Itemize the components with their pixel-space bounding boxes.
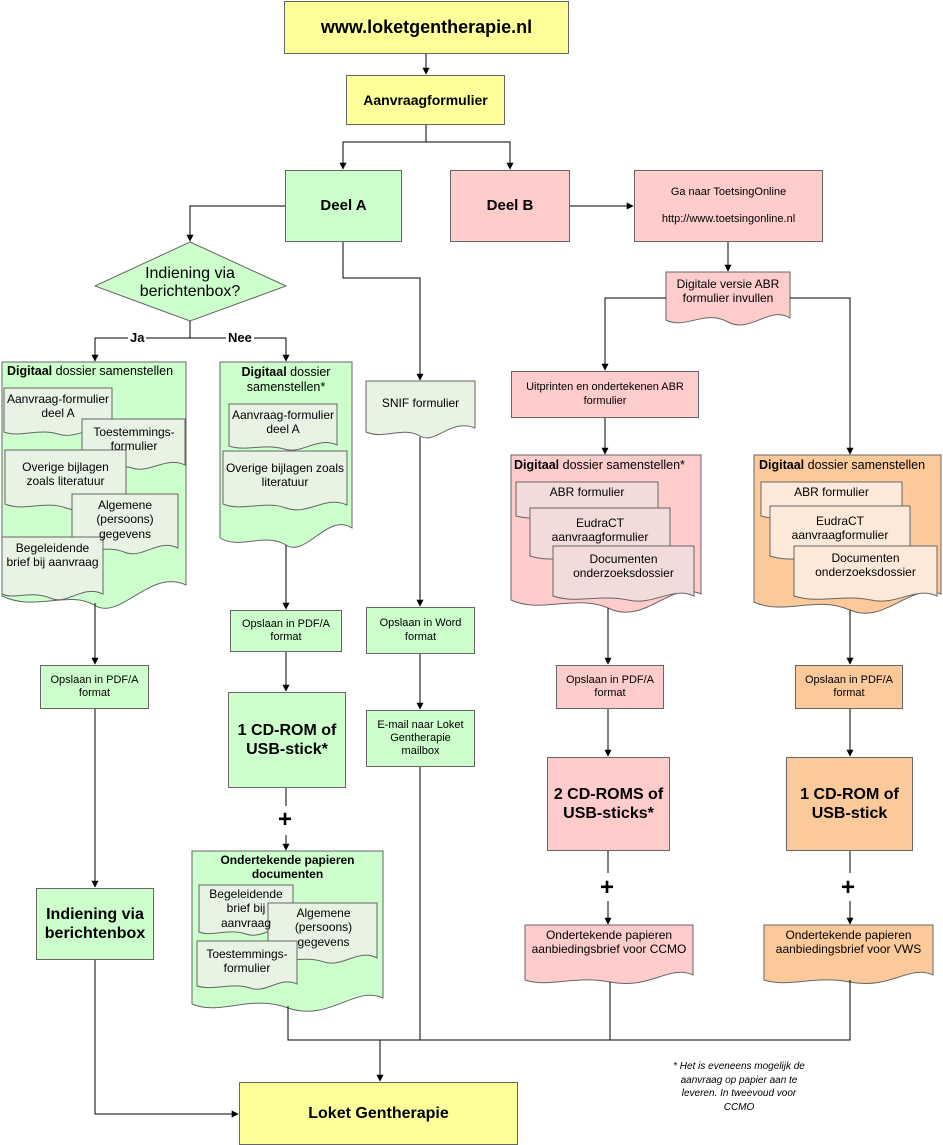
col1-doc-5 xyxy=(1,536,104,601)
col5-cd-label: 1 CD-ROM of USB-stick xyxy=(800,785,899,822)
website-box: www.loketgentherapie.nl xyxy=(284,1,569,54)
col3-email-box: E-mail naar Loket Gentherapie mailbox xyxy=(366,710,475,767)
col5-plus: + xyxy=(841,874,856,901)
papier-doc-label-3: Toestemmings-formulier xyxy=(206,947,288,976)
aanvraag-box: Aanvraagformulier xyxy=(346,75,505,125)
col4-brief-label: Ondertekende papieren aanbiedingsbrief v… xyxy=(531,928,687,957)
col1-doc-label-1: Aanvraag-formulier deel A xyxy=(6,392,110,421)
col1-doc-label-4: Algemene (persoons) gegevens xyxy=(96,498,154,541)
abr-digitaal-label: Digitale versie ABR formulier invullen xyxy=(676,277,780,306)
col2-cd-label: 1 CD-ROM of USB-stick* xyxy=(237,721,337,758)
col2-opslaan-box: Opslaan in PDF/A format xyxy=(230,610,342,652)
col5-header-bold: Digitaal xyxy=(759,458,805,472)
col5-doc-label-2: EudraCT aanvraagformulier xyxy=(791,514,889,543)
col4-plus: + xyxy=(600,874,615,901)
deel-b-label: Deel B xyxy=(486,197,534,214)
col5-brief-label: Ondertekende papieren aanbiedingsbrief v… xyxy=(775,928,922,957)
col4-header-bold: Digitaal xyxy=(514,458,560,472)
col5-header-rest: dossier samenstellen xyxy=(804,458,926,472)
col4-header: Digitaal dossier samenstellen* xyxy=(514,458,685,473)
abr-digitaal-doc-shape xyxy=(665,271,791,326)
footnote: * Het is eveneens mogelijk de aanvraag o… xyxy=(673,1061,805,1113)
col1-doc-label-3: Overige bijlagen zoals literatuur xyxy=(22,460,109,489)
toetsing-box: Ga naar ToetsingOnline http://www.toetsi… xyxy=(634,170,823,242)
deel-a-label: Deel A xyxy=(320,197,367,214)
col4-doc-3 xyxy=(552,545,695,602)
col1-final-label: Indiening via berichtenbox xyxy=(44,905,146,942)
col1-header-rest: dossier samenstellen xyxy=(52,364,174,378)
col4-opslaan-box: Opslaan in PDF/A format xyxy=(556,665,664,709)
col5-cd-box: 1 CD-ROM of USB-stick xyxy=(786,757,913,851)
col2-header: Digitaal dossier samenstellen* xyxy=(222,365,350,395)
col5-header: Digitaal dossier samenstellen xyxy=(759,458,925,473)
col2-header-bold: Digitaal xyxy=(241,365,287,379)
papier-doc-3 xyxy=(196,940,298,990)
col5-doc-label-3: Documenten onderzoeksdossier xyxy=(815,551,916,580)
loket-box: Loket Gentherapie xyxy=(239,1082,518,1145)
col2-doc-2 xyxy=(222,450,348,511)
deel-b-box: Deel B xyxy=(450,170,570,242)
col4-doc-label-1: ABR formulier xyxy=(549,485,625,499)
ja-label: Ja xyxy=(128,330,147,345)
loket-label: Loket Gentherapie xyxy=(308,1104,449,1122)
col1-header: Digitaal dossier samenstellen xyxy=(7,364,173,379)
toetsing-line1: Ga naar ToetsingOnline xyxy=(670,185,787,198)
col1-opslaan-box: Opslaan in PDF/A format xyxy=(40,665,149,709)
col5-doc-3 xyxy=(793,545,938,602)
col1-doc-label-5: Begeleidende brief bij aanvraag xyxy=(6,541,99,570)
col5-doc-label-1: ABR formulier xyxy=(794,485,869,499)
col4-cd-box: 2 CD-ROMS of USB-sticks* xyxy=(547,757,670,851)
uitprinten-label: Uitprinten en ondertekenen ABR formulier xyxy=(526,381,684,407)
papier-doc-label-2: Algemene (persoons) gegevens xyxy=(294,906,353,949)
col3-opslaan-label: Opslaan in Word format xyxy=(379,617,462,643)
deel-a-box: Deel A xyxy=(285,170,402,242)
papier-doc-label-1: Begeleidende brief bij aanvraag xyxy=(209,887,283,930)
col4-doc-label-3: Documenten onderzoeksdossier xyxy=(573,552,674,581)
snif-doc-shape xyxy=(365,380,476,439)
col2-papier-header: Ondertekende papieren documenten xyxy=(220,853,355,882)
uitprinten-box: Uitprinten en ondertekenen ABR formulier xyxy=(511,371,699,418)
nee-label: Nee xyxy=(226,330,254,345)
col2-doc-1 xyxy=(228,403,338,451)
col2-doc-label-1: Aanvraag-formulier deel A xyxy=(231,408,335,437)
col2-plus: + xyxy=(278,806,293,833)
website-label: www.loketgentherapie.nl xyxy=(320,16,533,37)
col4-header-rest: dossier samenstellen* xyxy=(559,458,685,472)
toetsing-url: http://www.toetsingonline.nl xyxy=(661,213,796,225)
col3-email-label: E-mail naar Loket Gentherapie mailbox xyxy=(377,718,464,758)
col2-doc-label-2: Overige bijlagen zoals literatuur xyxy=(225,461,345,490)
col1-doc-label-2: Toestemmings-formulier xyxy=(93,425,175,454)
col1-final-box: Indiening via berichtenbox xyxy=(36,888,154,960)
indiening-question: Indiening via berichtenbox? xyxy=(139,265,241,301)
col1-header-bold: Digitaal xyxy=(7,364,53,378)
col3-opslaan-box: Opslaan in Word format xyxy=(366,607,475,654)
col4-doc-label-2: EudraCT aanvraagformulier xyxy=(551,516,649,545)
col5-opslaan-label: Opslaan in PDF/A format xyxy=(804,673,894,699)
aanvraag-label: Aanvraagformulier xyxy=(363,91,488,108)
col5-opslaan-box: Opslaan in PDF/A format xyxy=(795,665,903,709)
col2-header-rest: dossier samenstellen* xyxy=(246,365,331,394)
col1-opslaan-label: Opslaan in PDF/A format xyxy=(50,673,139,699)
snif-label: SNIF formulier xyxy=(381,396,460,410)
col2-opslaan-label: Opslaan in PDF/A format xyxy=(241,617,331,643)
col4-cd-label: 2 CD-ROMS of USB-sticks* xyxy=(553,785,664,822)
col4-opslaan-label: Opslaan in PDF/A format xyxy=(565,673,655,699)
col2-cd-box: 1 CD-ROM of USB-stick* xyxy=(228,692,346,788)
